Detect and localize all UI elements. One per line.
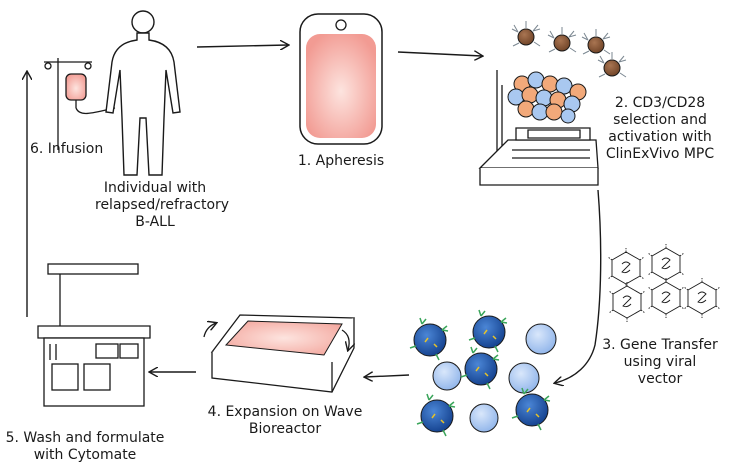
cytomate-machine-icon — [37, 263, 151, 407]
label-line: selection and — [613, 112, 707, 128]
label-patient: Individual with relapsed/refractory B-AL… — [95, 180, 230, 231]
label-apheresis: 1. Apheresis — [290, 153, 392, 170]
label-line: activation with — [608, 129, 712, 145]
label-line: ClinExVivo MPC — [605, 146, 715, 162]
apheresis-bag-icon — [299, 13, 383, 145]
label-line: 2. CD3/CD28 — [614, 95, 706, 111]
label-infusion: 6. Infusion — [30, 141, 103, 158]
label-line: 4. Expansion on Wave — [207, 404, 363, 420]
flow-arrows — [27, 45, 602, 383]
wave-bioreactor-icon — [203, 314, 356, 393]
cell-separator-icon — [478, 70, 599, 186]
untransduced-cell — [432, 361, 462, 391]
arrow-apheresis-to-activation — [397, 52, 482, 56]
untransduced-cell — [469, 403, 499, 433]
patient-figure-icon — [105, 10, 181, 176]
arrow-activation-to-gene-transfer — [555, 189, 602, 383]
cell-cluster — [507, 71, 587, 124]
label-line: 5. Wash and formulate — [5, 430, 165, 446]
arrow-patient-to-apheresis — [196, 45, 288, 47]
label-line: Individual with — [103, 180, 207, 196]
label-line: B-ALL — [135, 214, 175, 230]
viral-vector-particles — [607, 244, 721, 322]
untransduced-cell — [508, 362, 540, 394]
label-line: using viral — [623, 354, 697, 370]
label-line: with Cytomate — [33, 447, 137, 463]
label-line: relapsed/refractory — [95, 197, 230, 213]
label-line: 3. Gene Transfer — [602, 337, 718, 353]
label-line: 6. Infusion — [30, 141, 104, 157]
untransduced-cell — [525, 323, 557, 355]
label-line: Bioreactor — [248, 421, 322, 437]
iv-stand-icon — [44, 58, 116, 150]
label-line: 1. Apheresis — [297, 153, 385, 169]
cd3-cd28-beads — [511, 21, 627, 78]
label-wash: 5. Wash and formulate with Cytomate — [0, 430, 170, 464]
label-gene-transfer: 3. Gene Transfer using viral vector — [590, 337, 730, 388]
arrow-gene-transfer-to-expansion — [365, 375, 410, 377]
label-activation: 2. CD3/CD28 selection and activation wit… — [594, 95, 726, 163]
label-line: vector — [637, 371, 683, 387]
transduced-cells — [409, 309, 557, 437]
label-expansion: 4. Expansion on Wave Bioreactor — [200, 404, 370, 438]
